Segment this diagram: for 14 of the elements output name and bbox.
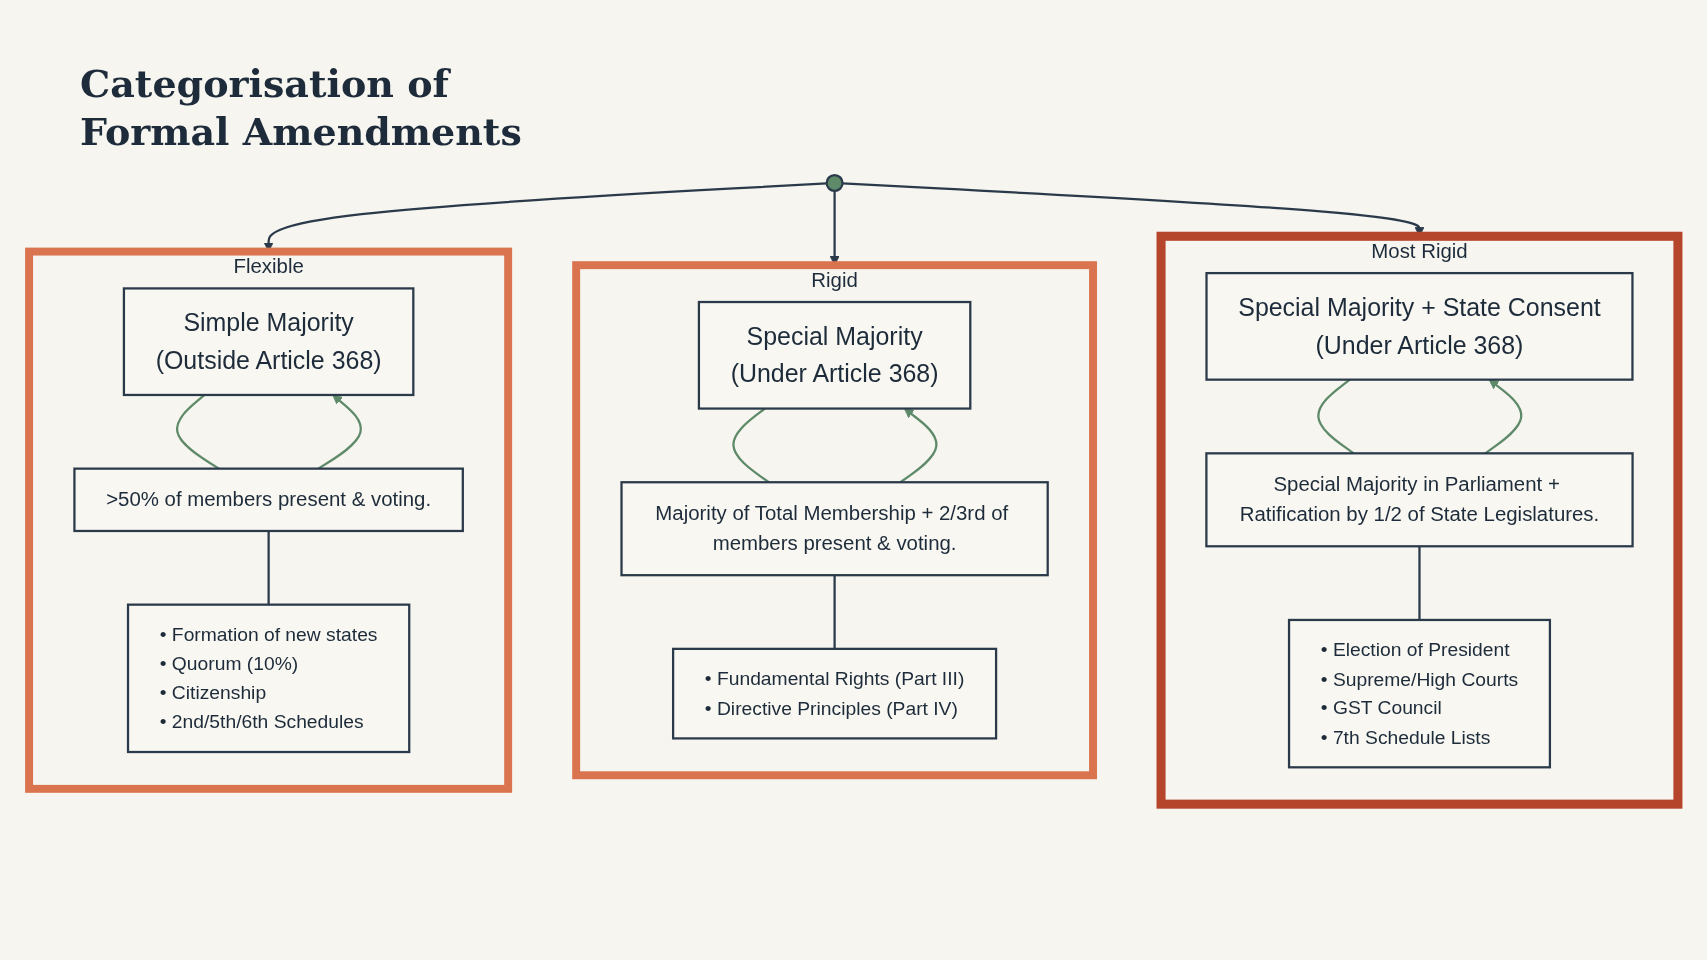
node-box: Simple Majority (Outside Article 368): [122, 287, 415, 397]
node-box: Majority of Total Membership + 2/3rd of members present & voting.: [620, 481, 1049, 577]
node-box: • Formation of new states • Quorum (10%) • Citizenship • 2nd/5th/6th Schedules: [126, 603, 411, 754]
node-box: >50% of members present & voting.: [73, 467, 464, 533]
node-box: • Fundamental Rights (Part III) • Directive Principles (Part IV): [672, 648, 998, 740]
node-circle: [825, 174, 844, 193]
connector: [1418, 546, 1421, 621]
node-box: Special Majority (Under Article 368): [697, 301, 972, 411]
node-box: Special Majority + State Consent (Under Article 368): [1205, 272, 1634, 382]
diagram-title: Categorisation of Formal Amendments: [80, 60, 523, 155]
node-box: Special Majority in Parliament + Ratification by 1/2 of State Legislatures.: [1205, 452, 1634, 548]
connector: [833, 575, 836, 650]
connector: [267, 531, 270, 606]
node-box: • Election of President • Supreme/High Courts • GST Council • 7th Schedule Lists: [1287, 619, 1552, 769]
